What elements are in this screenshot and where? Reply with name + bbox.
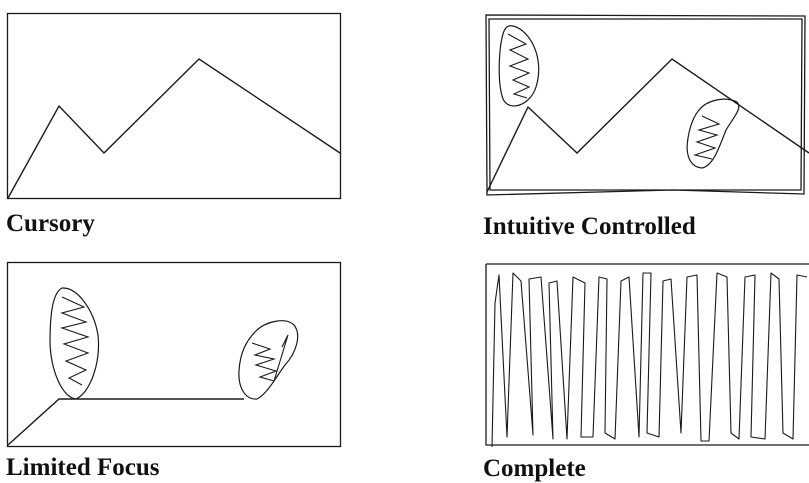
limited-frame [6, 261, 342, 448]
complete-frame [485, 263, 809, 446]
zigzag-right [251, 334, 289, 382]
intuitive-frame [485, 14, 806, 196]
intuitive-frame-inner [488, 18, 803, 191]
complete-sweep-pattern [491, 272, 808, 448]
cursory-frame [6, 12, 342, 200]
cursory-diagram [6, 12, 342, 200]
caption-cursory: Cursory [6, 210, 95, 237]
zigzag-right [693, 115, 721, 160]
zigzag-left [60, 296, 90, 386]
search-zone-right [686, 98, 740, 169]
caption-complete: Complete [483, 455, 586, 482]
search-zone-left [49, 287, 100, 400]
search-zone-right [238, 320, 299, 400]
limited-search-path [7, 398, 244, 446]
limited-focus-diagram [6, 261, 342, 448]
complete-diagram [485, 263, 809, 448]
intuitive-controlled-diagram [485, 14, 809, 196]
cursory-search-path [7, 58, 341, 199]
intuitive-search-path [486, 58, 809, 193]
caption-limited-focus: Limited Focus [6, 454, 160, 481]
caption-intuitive-controlled: Intuitive Controlled [483, 213, 696, 240]
search-zone-left [498, 25, 540, 107]
zigzag-left [507, 33, 531, 99]
